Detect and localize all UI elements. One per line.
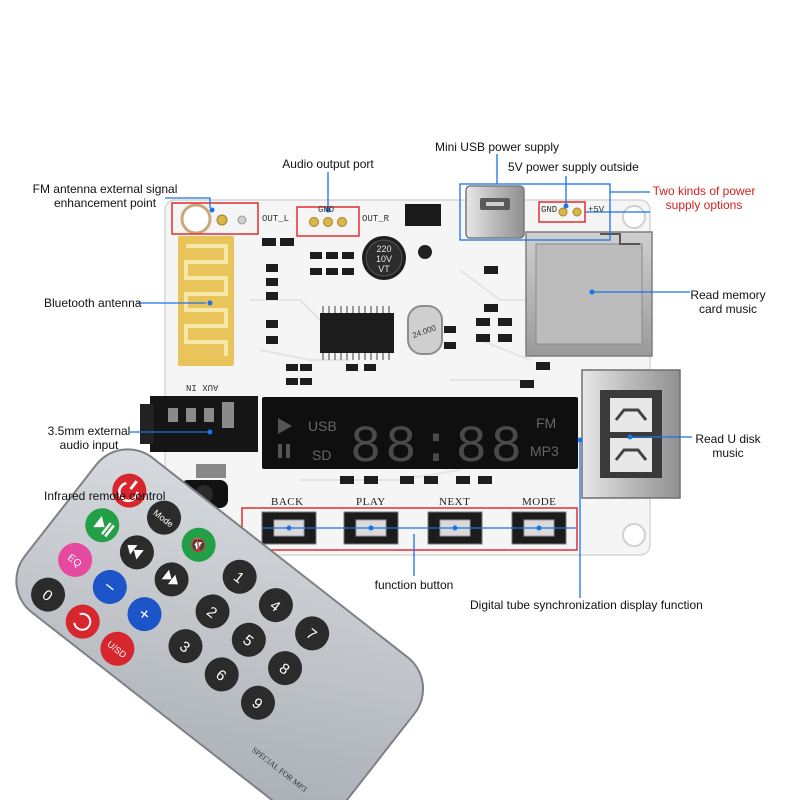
remote-key-9 — [240, 685, 275, 720]
label-infrared: Infrared remote control — [44, 489, 166, 503]
remote-usd-key — [100, 631, 135, 666]
bluetooth-antenna — [178, 236, 234, 366]
silk-out-l: OUT_L — [262, 214, 290, 224]
label-fm-antenna-line2: enhancement point — [53, 196, 157, 210]
capacitor: 220 10V VT — [362, 236, 432, 280]
remote-plus-key — [127, 597, 162, 632]
usb-a-port — [581, 369, 681, 499]
remote-key-7 — [295, 616, 330, 651]
regulator-chip — [405, 204, 441, 226]
label-u-disk: Read U disk music — [688, 432, 768, 460]
button-label-next: NEXT — [439, 496, 471, 508]
ir-remote: Mode 🔇 EQ − + 0 U/SD 1 2 3 4 5 — [15, 448, 425, 800]
display-sd-text: SD — [312, 447, 331, 463]
label-audio-input-line2: audio input — [59, 438, 119, 452]
label-bluetooth: Bluetooth antenna — [44, 296, 142, 310]
label-digital-tube: Digital tube synchronization display fun… — [470, 598, 703, 612]
label-two-kinds-line1: Two kinds of power — [652, 184, 756, 198]
mute-icon: 🔇 — [187, 534, 210, 557]
display-usb-text: USB — [308, 418, 337, 434]
label-memory-card-line2: card music — [698, 302, 757, 316]
audio-jack — [140, 396, 258, 452]
remote-minus-key — [92, 570, 127, 605]
smd-components — [262, 238, 550, 484]
label-u-disk-line1: Read U disk — [695, 432, 761, 446]
label-mini-usb: Mini USB power supply — [434, 140, 560, 154]
callout-lines — [130, 154, 692, 598]
audio-output-pads — [309, 217, 347, 227]
remote-key-4 — [258, 588, 293, 623]
silk-gnd-power: GND — [541, 205, 558, 215]
label-function-button: function button — [374, 578, 454, 592]
remote-key-2 — [195, 594, 230, 629]
capacitor-text-3: VT — [378, 264, 390, 274]
display-digits: 88:88 — [350, 418, 526, 477]
label-five-volt: 5V power supply outside — [508, 160, 639, 174]
label-u-disk-line2: music — [712, 446, 744, 460]
remote-key-6 — [204, 657, 239, 692]
display-fm-text: FM — [536, 415, 556, 431]
remote-key-1 — [222, 559, 257, 594]
remote-mode-key — [147, 500, 182, 535]
capacitor-text-2: 10V — [376, 254, 392, 264]
remote-repeat-key — [65, 604, 100, 639]
callout-dots — [192, 203, 633, 531]
led-display: USB SD 88:88 FM MP3 — [262, 397, 578, 477]
mini-usb-connector — [465, 185, 525, 239]
label-two-kinds: Two kinds of power supply options — [650, 184, 758, 212]
remote-key-8 — [268, 651, 303, 686]
button-label-back: BACK — [271, 496, 304, 508]
main-ic — [320, 306, 394, 360]
label-audio-output: Audio output port — [282, 157, 374, 171]
label-audio-input: 3.5mm external audio input — [44, 424, 134, 452]
remote-eq-key — [58, 542, 93, 577]
remote-key-3 — [168, 629, 203, 664]
label-fm-antenna-line1: FM antenna external signal — [32, 182, 178, 196]
label-memory-card-line1: Read memory — [690, 288, 766, 302]
label-two-kinds-line2: supply options — [665, 198, 743, 212]
label-audio-input-line1: 3.5mm external — [47, 424, 131, 438]
silk-out-r: OUT_R — [362, 214, 390, 224]
label-fm-antenna: FM antenna external signal enhancement p… — [30, 182, 180, 210]
fm-antenna-pad — [216, 214, 247, 226]
remote-key-0 — [31, 577, 66, 612]
label-memory-card: Read memory card music — [688, 288, 768, 316]
remote-key-5 — [231, 622, 266, 657]
button-label-mode: MODE — [522, 496, 557, 508]
crystal: 24.000 — [407, 305, 443, 355]
silk-aux-in: AUX IN — [186, 382, 219, 392]
capacitor-text-1: 220 — [376, 244, 391, 254]
display-mp3-text: MP3 — [530, 443, 559, 459]
silk-gnd-top: GND — [318, 205, 335, 215]
remote-mute-key — [181, 527, 216, 562]
five-volt-pads — [558, 207, 582, 217]
silk-plus5v: +5V — [588, 205, 605, 215]
sd-card-slot — [525, 231, 653, 357]
button-label-play: PLAY — [356, 496, 386, 508]
